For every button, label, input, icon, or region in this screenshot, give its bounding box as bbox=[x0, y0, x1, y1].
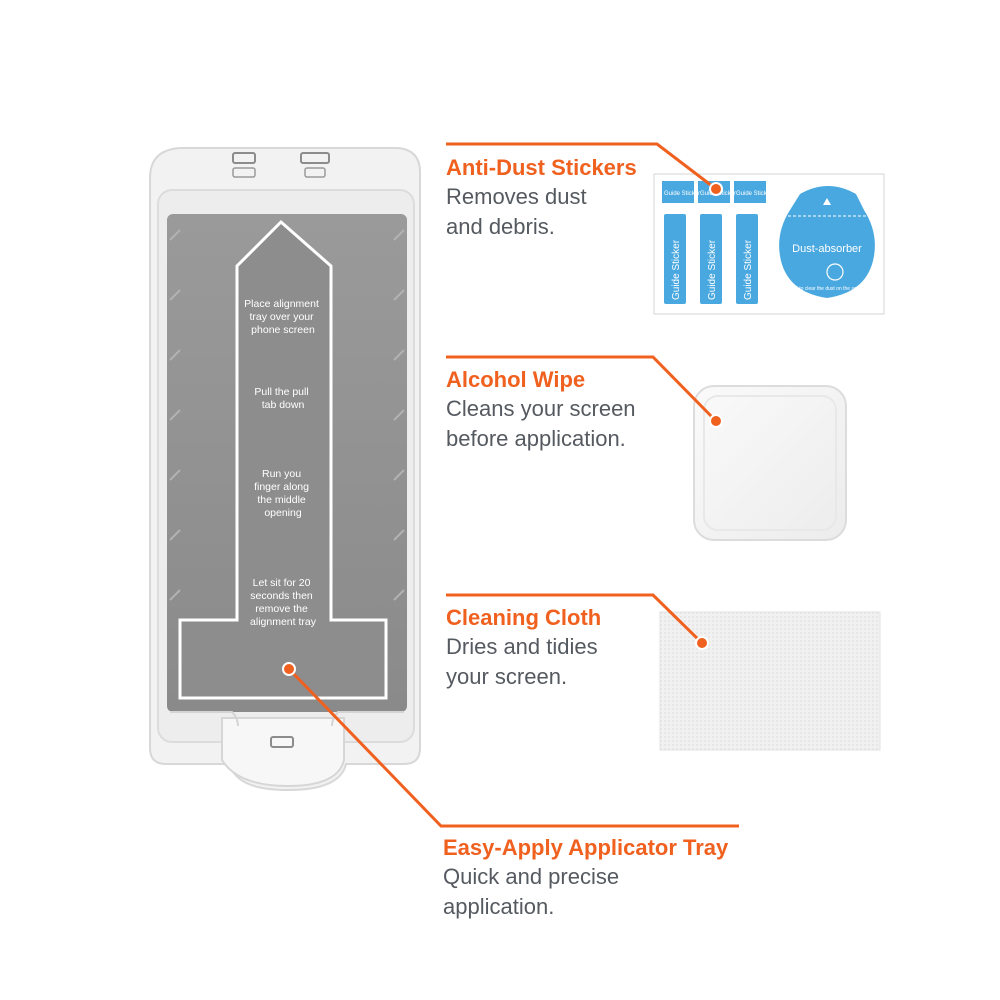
top-clip-right bbox=[304, 167, 326, 178]
alcohol-wipe-seal bbox=[703, 395, 837, 531]
dust-absorber-label: Dust-absorber bbox=[792, 243, 862, 255]
vertical-sticker-1 bbox=[664, 214, 686, 304]
alcohol-wipe bbox=[693, 385, 847, 541]
tray-step-4: Let sit for 20 seconds then remove the a… bbox=[250, 577, 317, 628]
small-sticker-3 bbox=[734, 181, 766, 203]
callout-line-stickers bbox=[446, 142, 717, 191]
callout-dot-cloth bbox=[695, 636, 709, 650]
wipe-desc-line-1: Cleans your screen bbox=[446, 396, 636, 421]
stickers-title: Anti-Dust Stickers bbox=[446, 155, 637, 180]
tray-step-3: Run you finger along the middle opening bbox=[254, 468, 312, 519]
vertical-sticker-label-3: Guide Sticker bbox=[743, 239, 754, 300]
cloth-desc-line-1: Dries and tidies bbox=[446, 634, 598, 659]
tray-lower-lip bbox=[170, 711, 404, 727]
callout-dot-tray bbox=[282, 662, 296, 676]
top-slot-right bbox=[300, 152, 330, 164]
pull-tab bbox=[221, 717, 345, 788]
wipe-callout: Alcohol Wipe Cleans your screen before a… bbox=[446, 366, 636, 454]
tray-arrow-guide bbox=[178, 219, 388, 700]
tray-ribs-right bbox=[393, 229, 405, 601]
tray-ribs-left bbox=[169, 229, 181, 601]
tray-desc-line-1: Quick and precise bbox=[443, 864, 620, 889]
stickers-desc-line-2: and debris. bbox=[446, 214, 555, 239]
callout-dot-wipe bbox=[709, 414, 723, 428]
cloth-title: Cleaning Cloth bbox=[446, 605, 602, 630]
vertical-sticker-label-2: Guide Sticker bbox=[707, 239, 718, 300]
top-slot-left bbox=[232, 152, 256, 164]
dust-absorber-arrow-icon bbox=[823, 198, 831, 205]
tray-title: Easy-Apply Applicator Tray bbox=[443, 835, 729, 860]
dust-absorber-note: Used to clear the dust on the screen. bbox=[786, 286, 868, 292]
vertical-sticker-2 bbox=[700, 214, 722, 304]
alcohol-wipe-packet bbox=[693, 385, 847, 541]
callout-line-tray bbox=[287, 667, 739, 828]
vertical-sticker-label-1: Guide Sticker bbox=[671, 239, 682, 300]
top-clip-left bbox=[232, 167, 256, 178]
cloth-desc-line-2: your screen. bbox=[446, 664, 568, 689]
callout-lines bbox=[287, 142, 739, 828]
tray-desc-line-2: application. bbox=[443, 894, 555, 919]
small-sticker-label-1: Guide Sticker bbox=[664, 191, 700, 197]
stickers-callout: Anti-Dust Stickers Removes dust and debr… bbox=[446, 154, 637, 242]
applicator-tray: Place alignment tray over your phone scr… bbox=[149, 147, 421, 792]
tray-callout: Easy-Apply Applicator Tray Quick and pre… bbox=[443, 834, 728, 922]
anti-dust-stickers-sheet: Guide Sticker Guide Sticker Guide Sticke… bbox=[653, 173, 885, 315]
cleaning-cloth bbox=[659, 611, 881, 751]
dust-absorber-sticker bbox=[779, 186, 875, 298]
small-sticker-label-3: Guide Sticker bbox=[736, 191, 772, 197]
callout-line-wipe bbox=[446, 355, 718, 423]
pull-tab-slot bbox=[270, 736, 294, 748]
callout-dots bbox=[282, 182, 723, 676]
wipe-desc-line-2: before application. bbox=[446, 426, 626, 451]
stickers-desc-line-1: Removes dust bbox=[446, 184, 587, 209]
tray-step-2: Pull the pull tab down bbox=[254, 386, 311, 411]
small-sticker-1 bbox=[662, 181, 694, 203]
callout-dot-stickers bbox=[709, 182, 723, 196]
hand-wipe-icon bbox=[826, 263, 844, 281]
cleaning-cloth-fabric bbox=[659, 611, 881, 751]
wipe-title: Alcohol Wipe bbox=[446, 367, 586, 392]
vertical-sticker-3 bbox=[736, 214, 758, 304]
tray-step-1: Place alignment tray over your phone scr… bbox=[244, 298, 322, 336]
cloth-callout: Cleaning Cloth Dries and tidies your scr… bbox=[446, 604, 601, 692]
callout-line-cloth bbox=[446, 593, 704, 645]
